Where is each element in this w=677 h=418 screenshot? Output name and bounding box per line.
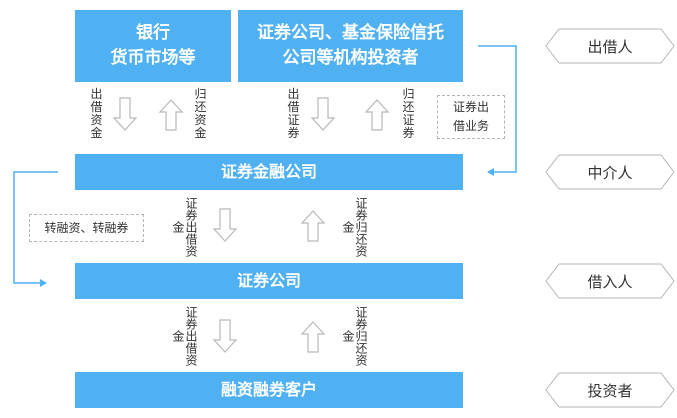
role-investor-label: 投资者 <box>587 381 633 400</box>
lend-securities-label: 出借证券 <box>287 87 300 140</box>
institutions-line1: 证券公司、基金保险信托 <box>257 23 444 44</box>
return-securities-label: 归还证券 <box>402 87 415 140</box>
securities-return-funds-label-b: 证券归还资金 <box>341 306 368 366</box>
role-lender: 出借人 <box>545 28 675 64</box>
connector-left <box>13 171 58 287</box>
lend-funds-label: 出借资金 <box>90 87 103 140</box>
role-investor: 投资者 <box>545 372 675 408</box>
down-arrow-row2 <box>212 208 238 242</box>
role-intermediary-label: 中介人 <box>587 163 633 182</box>
margin-clients-label: 融资融券客户 <box>220 380 317 400</box>
securities-company-bar: 证券公司 <box>75 263 463 299</box>
down-arrow-lend-funds <box>112 97 138 131</box>
return-funds-label: 归还资金 <box>194 87 207 140</box>
role-borrower-label: 借入人 <box>587 272 633 291</box>
refinancing-note-label: 转融资、转融券 <box>44 220 129 235</box>
securities-finance-company-label: 证券金融公司 <box>220 162 317 182</box>
securities-company-label: 证券公司 <box>236 271 301 291</box>
securities-return-funds-label-a: 证券归还资金 <box>341 197 368 257</box>
up-arrow-return-funds <box>158 99 184 131</box>
securities-lending-note: 证券出 借业务 <box>437 95 505 139</box>
down-arrow-row3 <box>212 319 238 353</box>
down-arrow-lend-securities <box>310 97 336 131</box>
securities-lending-note-line2: 借业务 <box>452 119 489 133</box>
securities-lend-funds-label-b: 证券出借资金 <box>171 306 198 366</box>
role-borrower: 借入人 <box>545 263 675 299</box>
refinancing-note: 转融资、转融券 <box>29 214 144 242</box>
margin-clients-bar: 融资融券客户 <box>75 372 463 408</box>
securities-finance-company-bar: 证券金融公司 <box>75 154 463 190</box>
up-arrow-row3 <box>300 321 326 353</box>
institutional-investors-box: 证券公司、基金保险信托 公司等机构投资者 <box>238 10 463 82</box>
securities-lending-note-line1: 证券出 <box>452 100 489 114</box>
bank-money-market-box: 银行 货币市场等 <box>75 10 231 82</box>
role-intermediary: 中介人 <box>545 154 675 190</box>
securities-lend-funds-label-a: 证券出借资金 <box>171 197 198 257</box>
bank-label: 银行 <box>136 23 170 44</box>
money-market-label: 货币市场等 <box>110 48 196 68</box>
up-arrow-row2 <box>300 210 326 242</box>
institutions-line2: 公司等机构投资者 <box>282 48 419 68</box>
up-arrow-return-securities <box>364 99 390 131</box>
connector-right <box>478 45 517 176</box>
role-lender-label: 出借人 <box>587 37 633 56</box>
